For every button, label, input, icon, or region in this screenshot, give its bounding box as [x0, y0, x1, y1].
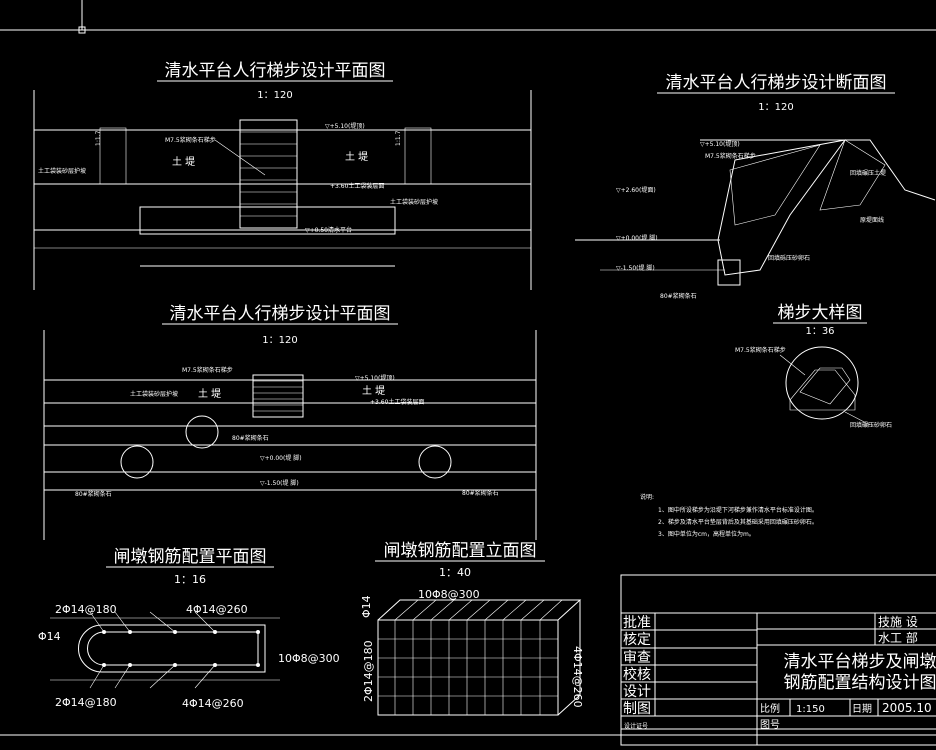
- rebar-plan-top-right: 4Φ14@260: [186, 603, 248, 616]
- plan-top-soil-band: [33, 129, 532, 185]
- plan-mid: 清水平台人行梯步设计平面图 1：120 M7.5浆砌条石梯步 土工袋装砂层护坡 …: [43, 304, 537, 540]
- detail-scale: 1：36: [805, 326, 834, 337]
- rebar-plan-bars: [102, 630, 260, 667]
- tb-row-verify: 校核: [623, 666, 651, 683]
- plan-mid-soil-right: 土 堤: [362, 384, 385, 397]
- plan-top-platform: ▽+0.50清水平台: [305, 226, 352, 234]
- section-bank: 原堤面线: [860, 216, 884, 224]
- plan-mid-water-level: ▽+5.10(堤顶): [355, 374, 395, 382]
- plan-mid-bag-left: 土工袋装砂层护坡: [130, 390, 178, 398]
- section-level-150: ▽-1.50(堤 脚): [616, 264, 655, 272]
- section-view: 清水平台人行梯步设计断面图 1：120 ▽+5.10(堤顶) M7.5浆砌条石梯…: [575, 73, 936, 300]
- plan-top: 清水平台人行梯步设计平面图 1：120 M7.5浆砌条石梯步 土 堤 土 堤 ▽…: [33, 61, 532, 290]
- plan-mid-stair-material: M7.5浆砌条石梯步: [182, 366, 233, 374]
- section-top-level: ▽+5.10(堤顶): [700, 140, 740, 148]
- rebar-plan-bottom-left: 2Φ14@180: [55, 696, 117, 709]
- rebar-elev-scale: 1：40: [439, 566, 471, 579]
- detail-circle: [785, 346, 859, 420]
- plan-mid-pier-mid-label: 80#浆砌条石: [232, 434, 269, 442]
- section-rock: 回填砾压砂卵石: [768, 254, 810, 262]
- plan-top-platform-level: +3.60土工袋装层面: [330, 182, 384, 190]
- rebar-elevation: 闸墩钢筋配置立面图 1：40 10Φ8@300 Φ14 2Φ14@180 4Φ1…: [360, 541, 584, 716]
- plan-top-soil-right: 土 堤: [345, 150, 368, 163]
- plan-mid-soil-left: 土 堤: [198, 387, 221, 400]
- section-bank-line: [700, 139, 936, 201]
- plan-mid-pier-left-label: 80#浆砌条石: [75, 490, 112, 498]
- plan-mid-bag-band: [43, 402, 537, 427]
- plan-mid-level-minus: ▽-1.50(堤 脚): [260, 479, 299, 487]
- section-compact: 回填碾压土堤: [850, 169, 886, 177]
- tb-design-no: 设计证号: [624, 722, 648, 730]
- plan-top-bag-left: 土工袋装砂层护坡: [38, 167, 86, 175]
- rebar-elev-title: 闸墩钢筋配置立面图: [384, 541, 537, 561]
- section-pier: 80#浆砌条石: [660, 292, 697, 300]
- plan-top-slope-left: 1:1.7: [95, 130, 102, 146]
- rebar-plan-outline: [78, 624, 266, 673]
- tb-date-label: 日期: [852, 703, 872, 715]
- plan-mid-pier-right: [418, 445, 452, 479]
- plan-top-water-level: ▽+5.10(堤顶): [325, 122, 365, 130]
- rebar-elev-frame: [377, 619, 559, 716]
- plan-top-stair-material: M7.5浆砌条石梯步: [165, 136, 216, 144]
- tb-top-right-2: 水工 部: [878, 630, 918, 645]
- rebar-elev-top: 10Φ8@300: [418, 588, 480, 601]
- rebar-plan-right: 10Φ8@300: [278, 652, 340, 665]
- rebar-plan-top-left: 2Φ14@180: [55, 603, 117, 616]
- rebar-plan-title: 闸墩钢筋配置平面图: [114, 547, 267, 567]
- detail-stair-material: M7.5浆砌条石梯步: [735, 346, 786, 354]
- tb-scale-label: 比例: [760, 702, 780, 715]
- section-stair-material: M7.5浆砌条石梯步: [705, 152, 756, 160]
- rebar-elev-left-top: Φ14: [360, 595, 373, 618]
- plan-mid-level-zero: ▽+0.00(堤 脚): [260, 454, 302, 462]
- notes-heading: 说明:: [640, 493, 654, 501]
- detail-title: 梯步大样图: [778, 303, 863, 323]
- section-scale: 1：120: [758, 102, 793, 113]
- tb-row-approve: 批准: [623, 615, 651, 631]
- tb-scale-value: 1:150: [796, 704, 825, 715]
- plan-top-stair: [239, 119, 298, 229]
- tb-row-check: 核定: [623, 632, 651, 648]
- stair-detail: 梯步大样图 1：36 M7.5浆砌条石梯步 回填碾压砂卵石: [735, 303, 892, 429]
- plan-mid-pier-right-label: 80#浆砌条石: [462, 489, 499, 497]
- tb-drawing-no: 图号: [760, 719, 780, 731]
- tb-row-review: 审查: [623, 650, 651, 666]
- plan-mid-pier-mid: [185, 415, 219, 449]
- rebar-plan-bottom-right: 4Φ14@260: [182, 697, 244, 710]
- notes-item-2: 2、梯步及清水平台垫层背后及其基础采用回填碾压砂卵石。: [658, 518, 818, 526]
- notes: 说明: 1、图中所设梯步为沿堤下河梯步兼作清水平台标准设计图。 2、梯步及清水平…: [640, 493, 818, 538]
- plan-top-slope-right: 1:1.7: [395, 130, 402, 146]
- rebar-plan-left: Φ14: [38, 630, 61, 643]
- plan-mid-title: 清水平台人行梯步设计平面图: [170, 304, 391, 324]
- section-level-260: ▽+2.60(堤面): [616, 186, 656, 194]
- notes-item-3: 3、图中单位为cm，高程单位为m。: [658, 530, 755, 538]
- section-title: 清水平台人行梯步设计断面图: [666, 73, 887, 93]
- plan-mid-scale: 1：120: [262, 335, 297, 346]
- title-block: 批准 核定 审查 校核 设计 制图 技施 设 水工 部 清水平台梯步及闸墩 钢筋…: [620, 574, 936, 746]
- plan-mid-platform-level: +3.60土工袋装层面: [370, 398, 424, 406]
- rebar-elev-left: 2Φ14@180: [362, 640, 375, 702]
- plan-mid-pier-left: [120, 445, 154, 479]
- rebar-plan: 闸墩钢筋配置平面图 1：16 2Φ14@180 4Φ14@260 Φ14 10Φ…: [38, 547, 340, 710]
- tb-drawing-title-1: 清水平台梯步及闸墩: [784, 652, 936, 672]
- notes-item-1: 1、图中所设梯步为沿堤下河梯步兼作清水平台标准设计图。: [658, 506, 818, 514]
- tb-row-design: 设计: [623, 684, 651, 700]
- section-level-000: ▽+0.00(堤 脚): [616, 234, 658, 242]
- tb-drawing-title-2: 钢筋配置结构设计图: [784, 673, 936, 693]
- plan-top-soil-left: 土 堤: [172, 155, 195, 168]
- plan-top-scale: 1：120: [257, 90, 292, 101]
- tb-date-value: 2005.10: [882, 701, 932, 715]
- plan-top-bag-right: 土工袋装砂层护坡: [390, 198, 438, 206]
- rebar-plan-scale: 1：16: [174, 573, 206, 586]
- plan-top-title: 清水平台人行梯步设计平面图: [165, 61, 386, 81]
- rebar-elev-grid: [378, 599, 563, 715]
- rebar-elev-right: 4Φ14@260: [571, 646, 584, 708]
- detail-rock: 回填碾压砂卵石: [850, 421, 892, 429]
- tb-top-right-1: 技施 设: [878, 615, 918, 629]
- plan-mid-stair: [252, 374, 304, 418]
- tb-row-draw: 制图: [623, 701, 651, 717]
